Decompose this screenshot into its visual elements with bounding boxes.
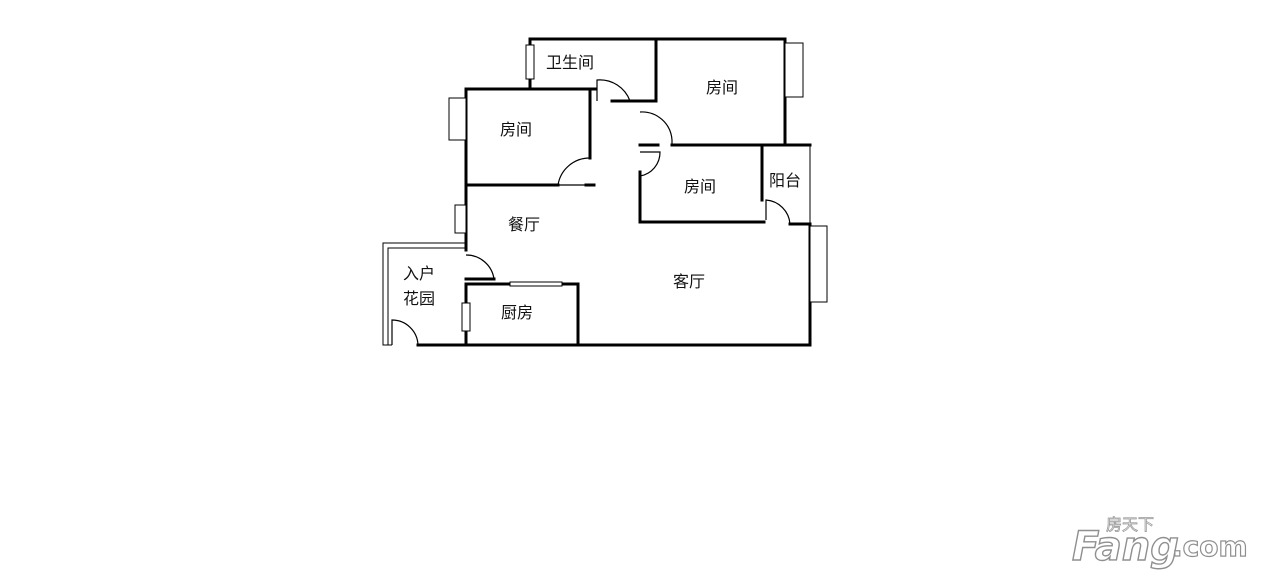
- balcony-label: 阳台: [769, 171, 801, 190]
- door-swing: [596, 79, 631, 102]
- dining-room-label: 餐厅: [508, 215, 540, 234]
- door-swing: [639, 111, 673, 145]
- window: [784, 42, 804, 98]
- window: [809, 225, 828, 303]
- living-room-label: 客厅: [673, 272, 705, 291]
- door-swing: [765, 199, 791, 225]
- window: [448, 97, 467, 141]
- door-swing: [465, 254, 495, 280]
- watermark-brand-com: .com: [1172, 530, 1248, 563]
- thin-walls: [382, 144, 811, 346]
- balcony-outline: [762, 144, 811, 224]
- watermark-logo: 房天下 Fang .com: [1071, 515, 1248, 571]
- watermark-brand-cn: 房天下: [1106, 515, 1154, 534]
- door-swing: [639, 151, 661, 177]
- door-swing: [391, 319, 419, 346]
- watermark-brand-main: Fang: [1072, 524, 1179, 570]
- windows: [448, 42, 828, 332]
- room-labels: 卫生间 房间 房间 房间 阳台 餐厅 入户 花园 厨房 客厅: [403, 53, 801, 322]
- window: [525, 44, 535, 80]
- window: [461, 302, 471, 332]
- entrance-garden-inner: [387, 247, 466, 345]
- window: [509, 281, 563, 287]
- bedroom-label: 房间: [684, 177, 716, 196]
- bedroom-label: 房间: [706, 78, 738, 97]
- doors: [391, 79, 791, 346]
- bedroom-label: 房间: [500, 120, 532, 139]
- door-swing: [557, 157, 591, 186]
- walls: [416, 37, 812, 347]
- bathroom-label: 卫生间: [546, 53, 594, 72]
- entrance-garden-label: 花园: [403, 289, 435, 308]
- entrance-garden-label: 入户: [403, 264, 435, 283]
- window: [454, 204, 467, 234]
- kitchen-label: 厨房: [501, 303, 533, 322]
